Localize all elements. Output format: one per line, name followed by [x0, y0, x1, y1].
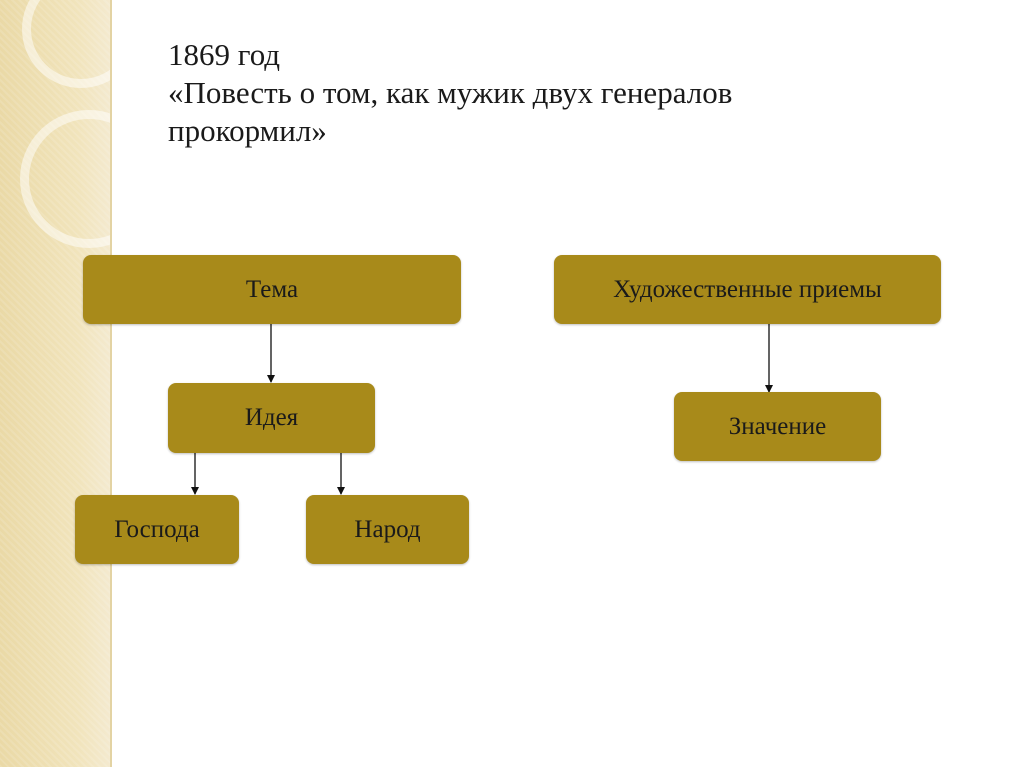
node-priemy-label: Художественные приемы — [613, 275, 882, 303]
title-line-work-cont: прокормил» — [168, 113, 327, 148]
node-znachenie: Значение — [674, 392, 881, 461]
node-gospoda: Господа — [75, 495, 239, 564]
node-ideya-label: Идея — [244, 404, 299, 431]
node-gospoda-label: Господа — [114, 515, 200, 543]
title-line-year: 1869 год — [168, 37, 281, 72]
decorative-ring — [20, 110, 158, 248]
decorative-side-strip — [0, 0, 158, 767]
node-priemy: Художественные приемы — [554, 255, 941, 324]
node-narod-label: Народ — [354, 515, 421, 543]
title-line-work: «Повесть о том, как мужик двух генералов — [168, 75, 733, 110]
decorative-ring — [22, 0, 140, 88]
node-ideya: Идея — [168, 383, 375, 453]
side-divider — [110, 0, 112, 767]
slide-title: 1869 год «Повесть о том, как мужик двух … — [168, 36, 928, 150]
node-tema-label: Тема — [245, 275, 299, 303]
node-znachenie-label: Значение — [728, 412, 827, 440]
node-narod: Народ — [306, 495, 469, 564]
node-tema: Тема — [83, 255, 461, 324]
